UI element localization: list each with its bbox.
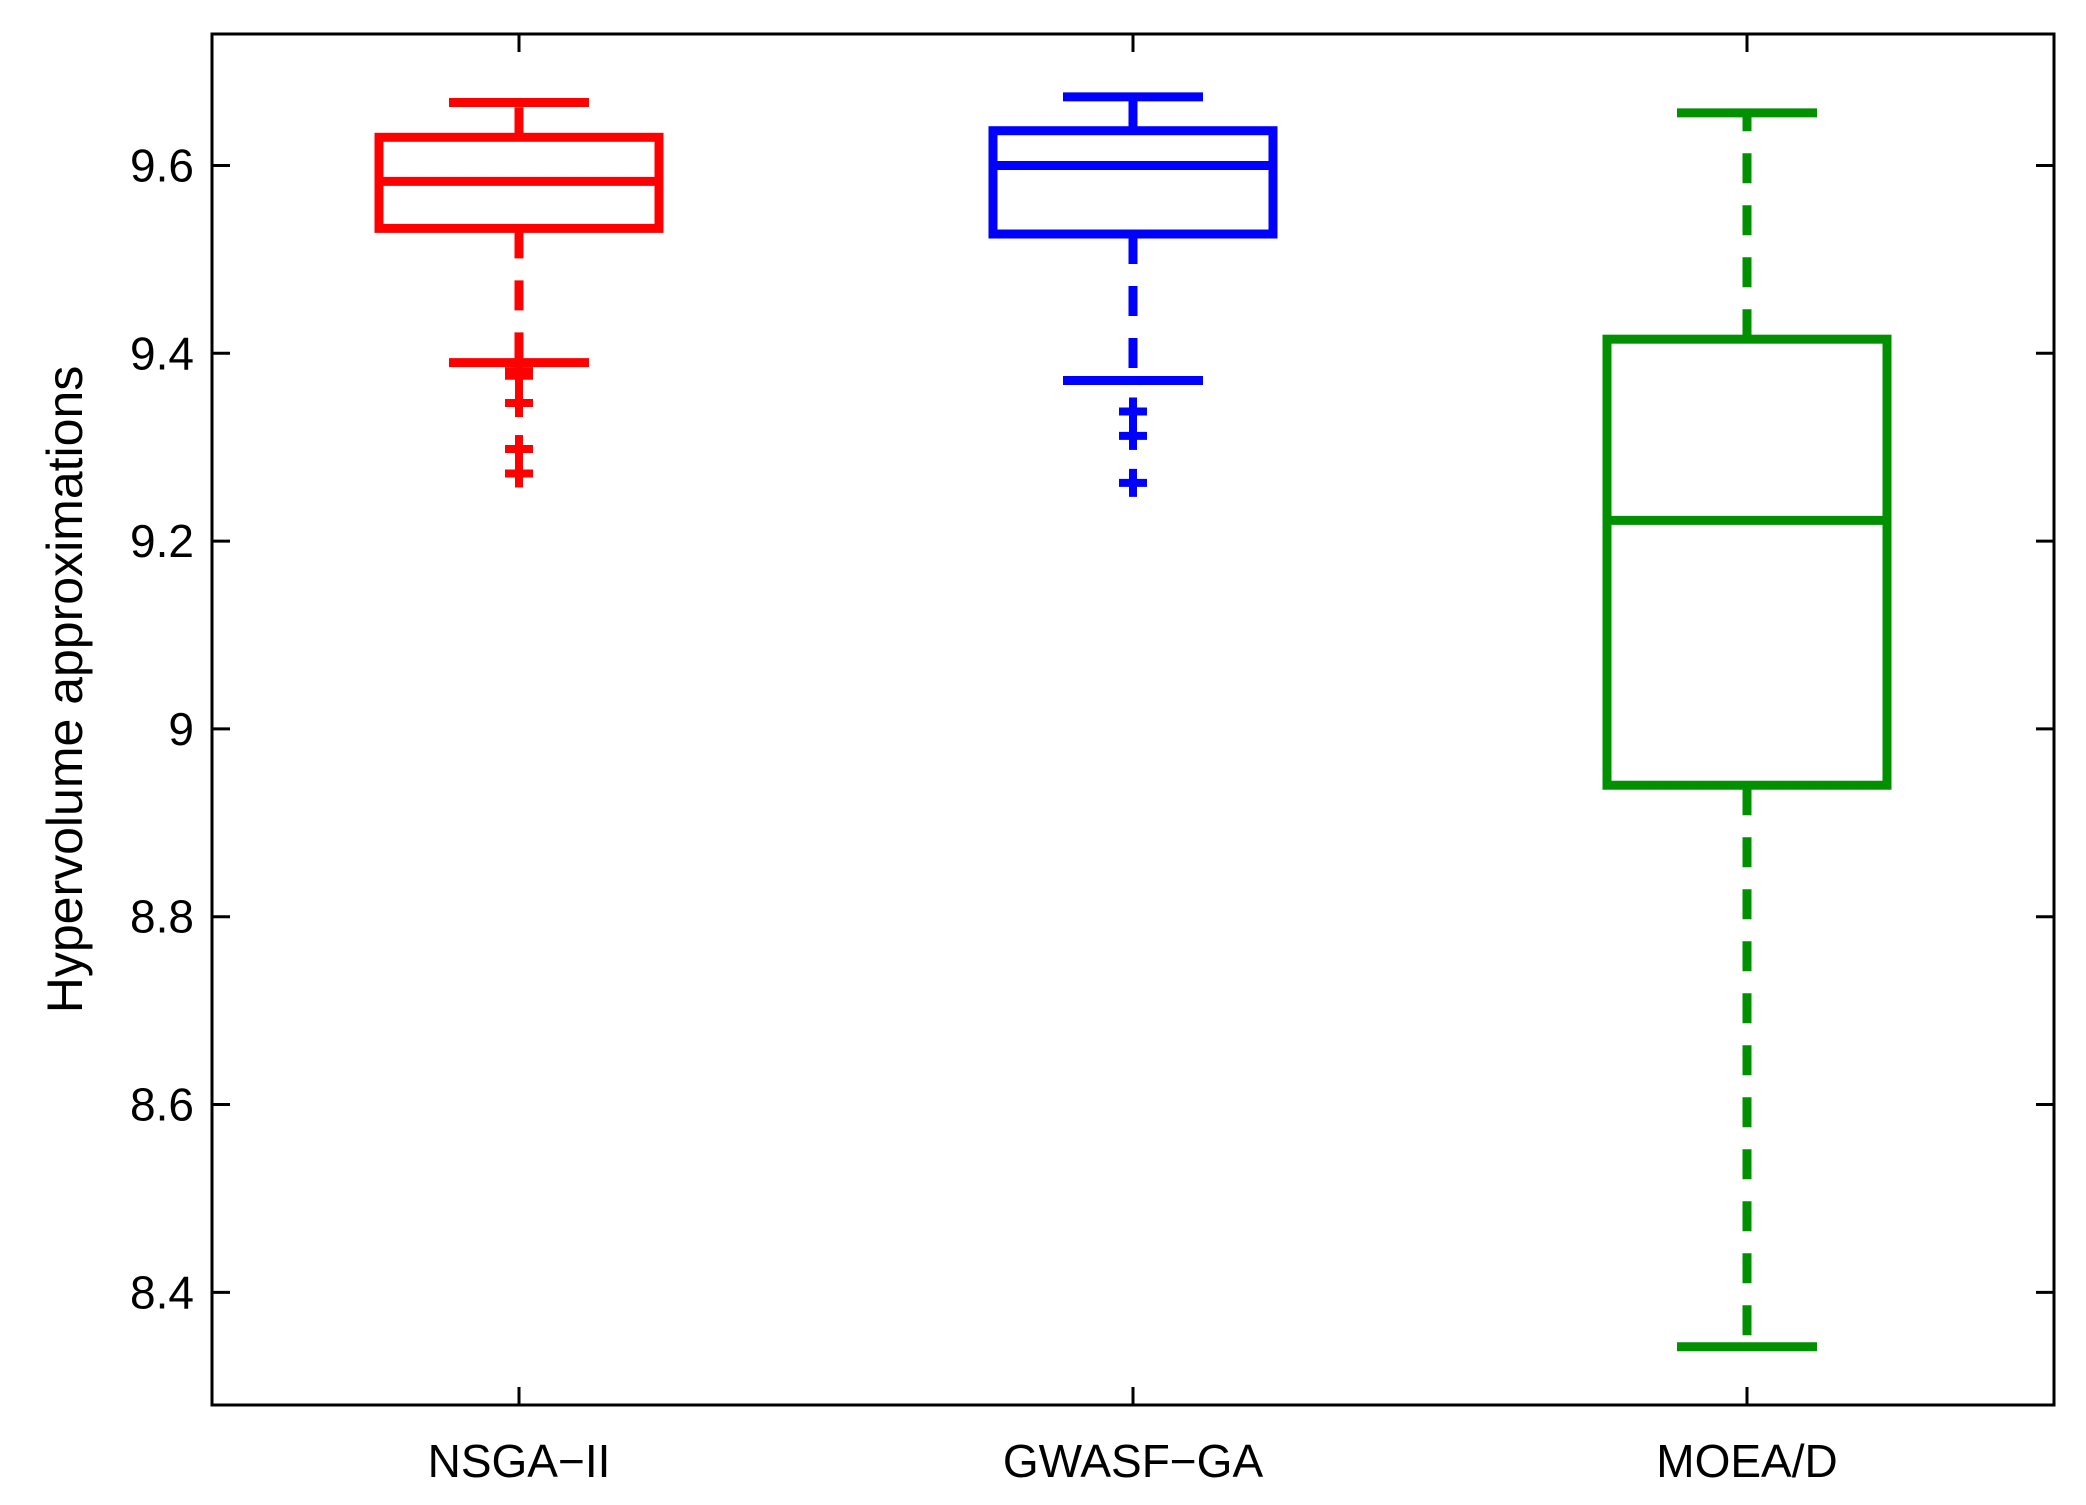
y-tick-label: 9	[168, 703, 194, 755]
x-tick-label: MOEA/D	[1656, 1435, 1837, 1487]
y-tick-label: 9.4	[130, 327, 194, 379]
y-tick-label: 9.2	[130, 515, 194, 567]
iqr-box	[988, 126, 1278, 239]
y-tick-label: 8.8	[130, 891, 194, 943]
y-tick-label: 9.6	[130, 139, 194, 191]
y-tick-label: 8.4	[130, 1266, 194, 1318]
y-tick-label: 8.6	[130, 1079, 194, 1131]
x-tick-label: GWASF−GA	[1003, 1435, 1264, 1487]
y-axis-title: Hypervolume approximations	[37, 366, 93, 1014]
iqr-box	[1602, 334, 1892, 790]
x-tick-label: NSGA−II	[428, 1435, 611, 1487]
